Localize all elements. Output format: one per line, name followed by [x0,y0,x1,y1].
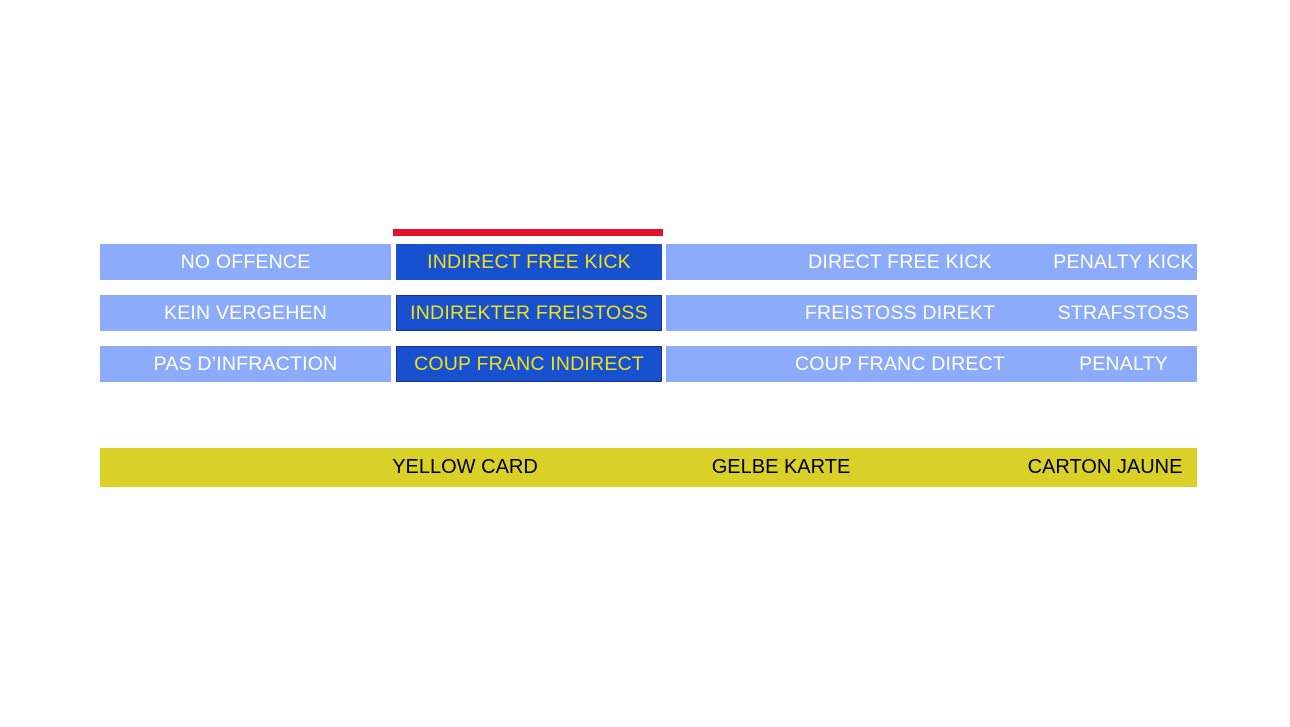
label-direct-free-kick-german: FREISTOSS DIREKT [804,301,996,324]
red-marker-bar [393,229,663,236]
label-penalty-kick-french: PENALTY [1079,352,1168,375]
yellow-card-bar[interactable]: YELLOW CARD GELBE KARTE CARTON JAUNE [100,448,1197,487]
label-indirect-free-kick-french: COUP FRANC INDIRECT [414,352,644,375]
label-penalty-kick-english: PENALTY KICK [1053,250,1194,273]
cell-no-offence-french[interactable]: PAS D’INFRACTION [100,346,391,382]
cell-no-offence-english[interactable]: NO OFFENCE [100,244,391,280]
table-row-english: NO OFFENCE INDIRECT FREE KICK DIRECT FRE… [100,244,1197,280]
label-yellow-card-english: YELLOW CARD [392,456,538,478]
label-direct-free-kick-french: COUP FRANC DIRECT [795,352,1005,375]
label-indirect-free-kick-german: INDIREKTER FREISTOSS [410,301,648,324]
label-direct-free-kick-english: DIRECT FREE KICK [808,250,992,273]
cell-direct-and-penalty-english[interactable]: DIRECT FREE KICK PENALTY KICK [666,244,1197,280]
cell-no-offence-german[interactable]: KEIN VERGEHEN [100,295,391,331]
label-penalty-kick-german: STRAFSTOSS [1057,301,1190,324]
label-indirect-free-kick-english: INDIRECT FREE KICK [427,250,631,273]
label-yellow-card-french: CARTON JAUNE [1027,456,1183,478]
label-yellow-card-german: GELBE KARTE [711,456,851,478]
cell-direct-and-penalty-german[interactable]: FREISTOSS DIREKT STRAFSTOSS [666,295,1197,331]
label-no-offence-french: PAS D’INFRACTION [153,352,338,375]
cell-direct-and-penalty-french[interactable]: COUP FRANC DIRECT PENALTY [666,346,1197,382]
table-row-french: PAS D’INFRACTION COUP FRANC INDIRECT COU… [100,346,1197,382]
cell-indirect-free-kick-french[interactable]: COUP FRANC INDIRECT [396,346,662,382]
cell-indirect-free-kick-german[interactable]: INDIREKTER FREISTOSS [396,295,662,331]
table-row-german: KEIN VERGEHEN INDIREKTER FREISTOSS FREIS… [100,295,1197,331]
label-no-offence-english: NO OFFENCE [180,250,311,273]
cell-indirect-free-kick-english[interactable]: INDIRECT FREE KICK [396,244,662,280]
label-no-offence-german: KEIN VERGEHEN [164,301,327,324]
